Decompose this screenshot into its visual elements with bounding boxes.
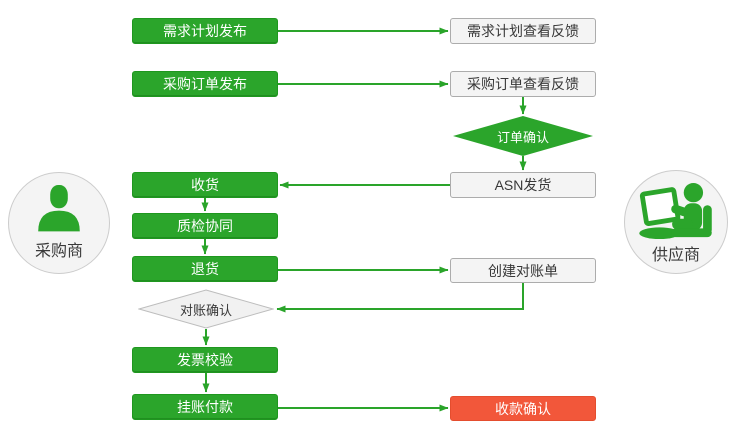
actor-supplier: 供应商 bbox=[624, 170, 728, 274]
connector-create-statement-to-statement-confirm bbox=[276, 283, 524, 313]
node-asn-ship: ASN发货 bbox=[450, 172, 596, 198]
node-demand-plan-publish: 需求计划发布 bbox=[132, 18, 278, 44]
supplier-label: 供应商 bbox=[651, 247, 700, 264]
node-statement-confirm-diamond: 对账确认 bbox=[138, 289, 274, 329]
node-receipt-confirm: 收款确认 bbox=[450, 396, 596, 421]
node-order-confirm-diamond: 订单确认 bbox=[453, 116, 593, 156]
diamond-label: 对账确认 bbox=[179, 302, 232, 318]
node-create-statement: 创建对账单 bbox=[450, 258, 596, 283]
buyer-label: 采购商 bbox=[34, 243, 83, 260]
node-po-feedback: 采购订单查看反馈 bbox=[450, 71, 596, 97]
actor-buyer: 采购商 bbox=[8, 172, 110, 274]
person-at-computer-icon bbox=[639, 182, 712, 240]
diamond-shape bbox=[138, 289, 274, 329]
node-po-publish: 采购订单发布 bbox=[132, 71, 278, 97]
diamond-label: 订单确认 bbox=[496, 129, 549, 145]
node-demand-plan-feedback: 需求计划查看反馈 bbox=[450, 18, 596, 44]
person-icon bbox=[38, 185, 80, 232]
node-pending-payment: 挂账付款 bbox=[132, 394, 278, 420]
node-receive: 收货 bbox=[132, 172, 278, 198]
node-quality-collab: 质检协同 bbox=[132, 213, 278, 239]
node-invoice-check: 发票校验 bbox=[132, 347, 278, 373]
diamond-shape bbox=[453, 116, 593, 156]
node-return-goods: 退货 bbox=[132, 256, 278, 282]
